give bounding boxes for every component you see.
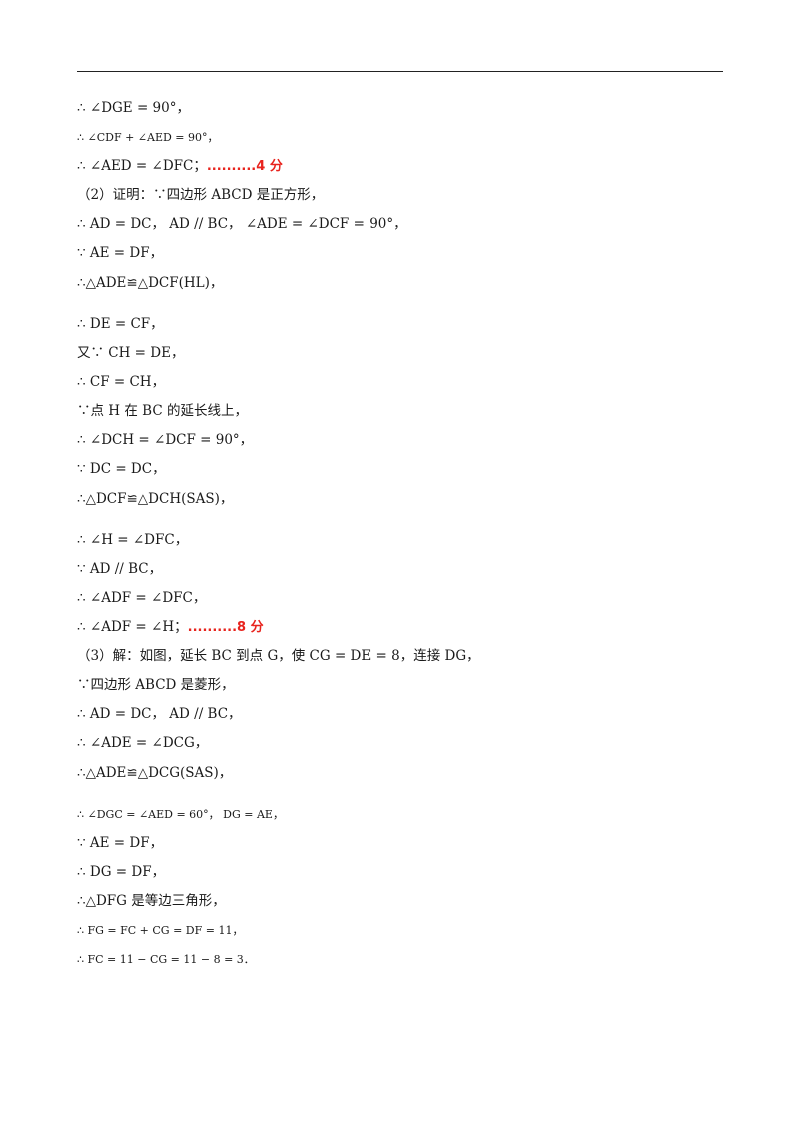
solution-line: （2）证明：∵四边形 ABCD 是正方形，: [77, 187, 325, 203]
solution-line: ∴ ∠CDF + ∠AED = 90°，: [77, 131, 219, 144]
solution-line: ∵ AE = DF，: [77, 245, 164, 261]
solution-line: ∴ DE = CF，: [77, 316, 164, 332]
solution-line: ∵ AD // BC，: [77, 561, 163, 577]
header-rule: [77, 71, 723, 72]
solution-line: ∴△ADE≌△DCF(HL)，: [77, 275, 224, 291]
solution-line: ∴ ∠ADF = ∠H；..........8 分: [77, 619, 264, 635]
score-marker: ..........8 分: [187, 620, 264, 635]
solution-line: ∵点 H 在 BC 的延长线上，: [77, 403, 248, 419]
solution-line: 又∵ CH = DE，: [77, 345, 185, 361]
solution-line: ∵四边形 ABCD 是菱形，: [77, 677, 235, 693]
solution-line: ∴ ∠DGE = 90°，: [77, 100, 190, 116]
solution-line: ∴△DFG 是等边三角形，: [77, 893, 226, 909]
solution-line: ∴ FC = 11 − CG = 11 − 8 = 3．: [77, 953, 255, 966]
solution-line: ∴ AD = DC， AD // BC， ∠ADE = ∠DCF = 90°，: [77, 216, 407, 232]
solution-line: ∴ ∠ADE = ∠DCG，: [77, 735, 209, 751]
solution-line: ∴△ADE≌△DCG(SAS)，: [77, 765, 233, 781]
solution-line: ∵ AE = DF，: [77, 835, 164, 851]
solution-line: ∴ ∠ADF = ∠DFC，: [77, 590, 207, 606]
solution-line: ∵ DC = DC，: [77, 461, 166, 477]
solution-line: ∴ DG = DF，: [77, 864, 166, 880]
solution-line: ∴ FG = FC + CG = DF = 11，: [77, 924, 244, 937]
solution-line: ∴ ∠DCH = ∠DCF = 90°，: [77, 432, 254, 448]
solution-line: ∴ CF = CH，: [77, 374, 166, 390]
solution-line: ∴ ∠H = ∠DFC，: [77, 532, 189, 548]
solution-line: ∴ ∠DGC = ∠AED = 60°， DG = AE，: [77, 808, 284, 821]
solution-line: （3）解：如图，延长 BC 到点 G，使 CG = DE = 8，连接 DG，: [77, 648, 480, 664]
solution-line: ∴△DCF≌△DCH(SAS)，: [77, 491, 234, 507]
solution-line: ∴ ∠AED = ∠DFC；..........4 分: [77, 158, 283, 174]
score-marker: ..........4 分: [206, 159, 283, 174]
solution-body: ∴ ∠DGE = 90°， ∴ ∠CDF + ∠AED = 90°， ∴ ∠AE…: [77, 94, 723, 974]
solution-line: ∴ AD = DC， AD // BC，: [77, 706, 242, 722]
